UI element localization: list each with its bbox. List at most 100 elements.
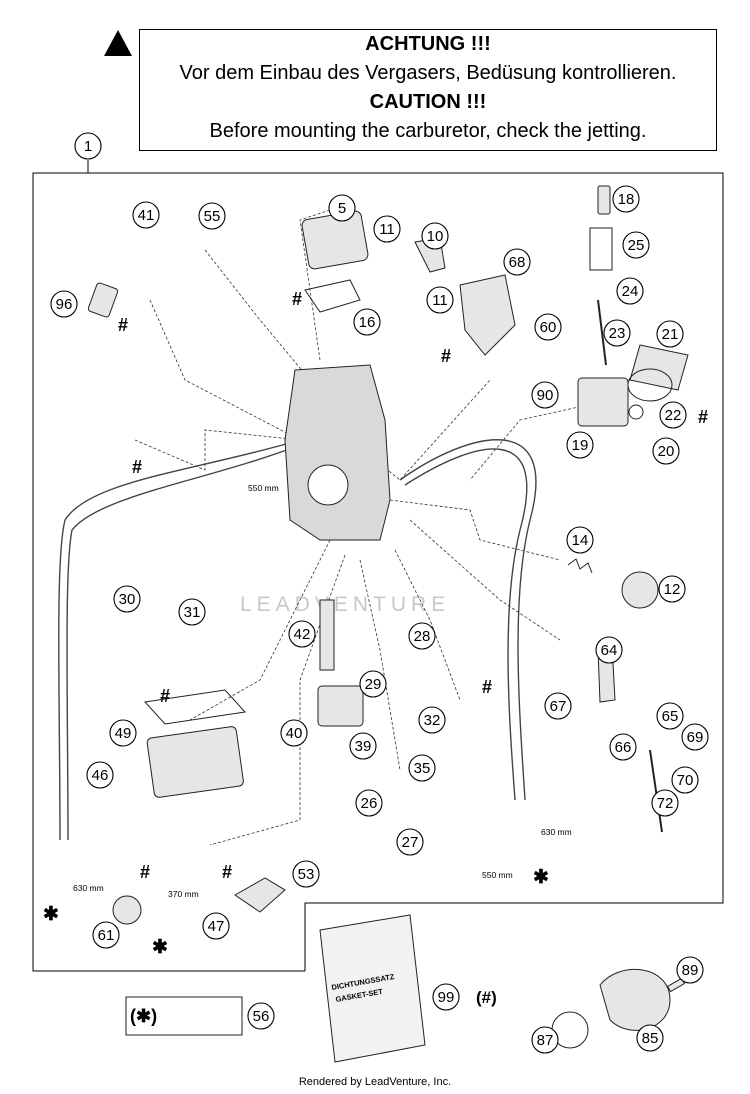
callout-circle-26 — [355, 789, 383, 817]
callout-53: 53 — [298, 866, 315, 883]
assembly-frame — [32, 172, 724, 972]
callout-circle-89 — [676, 956, 704, 984]
callout-16: 16 — [359, 314, 376, 331]
callout-39: 39 — [355, 738, 372, 755]
callout-60: 60 — [540, 319, 557, 336]
callout-23: 23 — [609, 325, 626, 342]
callout-70: 70 — [677, 772, 694, 789]
label-kit-note: (#) — [476, 988, 497, 1007]
callout-47: 47 — [208, 918, 225, 935]
intake-85 — [599, 969, 671, 1031]
caution-title-en: CAUTION !!! — [369, 91, 487, 113]
star-mark-1: ✱ — [43, 904, 59, 925]
float-bowl-49 — [146, 726, 244, 798]
hash-mark-7: # — [160, 686, 170, 706]
callout-circle-56 — [247, 1002, 275, 1030]
callout-28: 28 — [414, 628, 431, 645]
callout-67: 67 — [550, 698, 567, 715]
callout-circle-19 — [566, 431, 594, 459]
spring-14 — [567, 558, 593, 574]
callout-21: 21 — [662, 326, 679, 343]
cap-18 — [597, 185, 611, 215]
caution-text-en: Before mounting the carburetor, check th… — [209, 120, 647, 142]
callout-circle-10 — [421, 222, 449, 250]
callout-circle-46 — [86, 761, 114, 789]
callout-24: 24 — [622, 283, 639, 300]
callout-circle-72 — [651, 789, 679, 817]
callout-circle-87 — [531, 1026, 559, 1054]
callout-circle-31 — [178, 598, 206, 626]
float-39 — [317, 685, 364, 727]
cover-68 — [459, 274, 516, 356]
star-mark-3: ✱ — [152, 937, 168, 958]
plate-21 — [629, 344, 689, 391]
callout-circle-68 — [503, 248, 531, 276]
callout-31: 31 — [184, 604, 201, 621]
callout-99: 99 — [438, 989, 455, 1006]
callout-circle-85 — [636, 1024, 664, 1052]
callout-96: 96 — [56, 296, 73, 313]
callout-66: 66 — [615, 739, 632, 756]
label-len-630a: 630 mm — [73, 883, 104, 893]
watermark: LEADVENTURE — [240, 593, 451, 616]
cover-gasket — [304, 279, 361, 313]
label-len-550b: 550 mm — [482, 870, 513, 880]
caution-text-de: Vor dem Einbau des Vergasers, Bedüsung k… — [179, 62, 677, 84]
callout-90: 90 — [537, 387, 554, 404]
callout-55: 55 — [204, 208, 221, 225]
hash-mark-4: # — [132, 457, 142, 477]
callout-circle-29 — [359, 670, 387, 698]
callout-circle-64 — [595, 636, 623, 664]
hash-mark-1: # — [292, 289, 302, 309]
callout-circle-24 — [616, 277, 644, 305]
carburetor-bore — [307, 464, 349, 506]
hash-mark-5: # — [698, 407, 708, 427]
callout-69: 69 — [687, 729, 704, 746]
callout-46: 46 — [92, 767, 109, 784]
pump-cover-47 — [234, 877, 286, 913]
part-drawings — [87, 185, 689, 1063]
callout-11b: 11 — [432, 292, 448, 309]
callout-circle-49 — [109, 719, 137, 747]
callout-circle-47 — [202, 912, 230, 940]
needle-23 — [597, 299, 607, 366]
plug-61 — [112, 895, 142, 925]
callout-25: 25 — [628, 237, 645, 254]
callout-61: 61 — [98, 927, 115, 944]
callout-circle-1 — [74, 132, 102, 160]
callout-circle-20 — [652, 437, 680, 465]
label-len-630b: 630 mm — [541, 827, 572, 837]
callout-10: 10 — [427, 228, 444, 245]
callout-30: 30 — [119, 591, 136, 608]
callout-56: 56 — [253, 1008, 270, 1025]
solenoid-19 — [577, 377, 629, 427]
callout-circle-30 — [113, 585, 141, 613]
label-kit-paren: (✱) — [130, 1006, 157, 1026]
callout-89: 89 — [682, 962, 699, 979]
throttle-pulley-12 — [621, 571, 659, 609]
callout-circle-11b — [426, 286, 454, 314]
callout-circle-12 — [658, 575, 686, 603]
callout-40: 40 — [286, 725, 303, 742]
callout-circle-42 — [288, 620, 316, 648]
callout-circle-5 — [328, 194, 356, 222]
callout-circle-11a — [373, 215, 401, 243]
callout-72: 72 — [657, 795, 674, 812]
callout-22: 22 — [665, 407, 682, 424]
callout-64: 64 — [601, 642, 618, 659]
callout-27: 27 — [402, 834, 419, 851]
footer: Rendered by LeadVenture, Inc. — [298, 1076, 452, 1088]
tps-96 — [87, 282, 119, 318]
bowl-gasket — [144, 689, 246, 725]
callout-49: 49 — [115, 725, 132, 742]
callout-circle-70 — [671, 766, 699, 794]
hash-mark-6: # — [482, 677, 492, 697]
callout-18: 18 — [618, 191, 635, 208]
hash-mark-8: # — [140, 862, 150, 882]
callout-circle-18 — [612, 185, 640, 213]
callout-circle-22 — [659, 401, 687, 429]
callout-circle-27 — [396, 828, 424, 856]
callout-68: 68 — [509, 254, 526, 271]
callout-circle-96 — [50, 290, 78, 318]
